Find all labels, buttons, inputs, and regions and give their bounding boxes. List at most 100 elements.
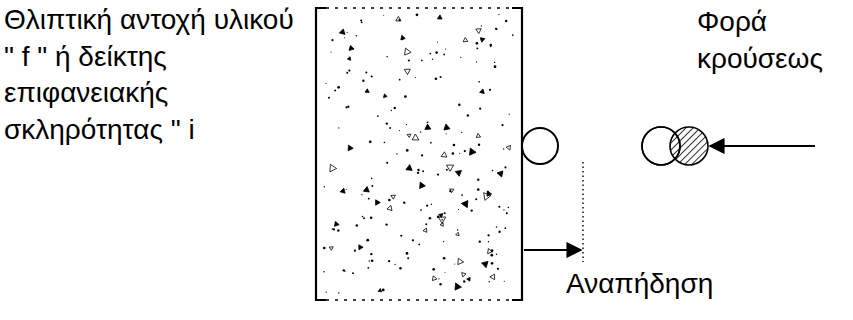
texture-dot bbox=[399, 267, 401, 269]
texture-dot bbox=[444, 272, 445, 273]
texture-dot bbox=[443, 241, 444, 242]
texture-dot bbox=[494, 62, 495, 63]
texture-dot bbox=[492, 170, 494, 172]
texture-dot bbox=[384, 142, 386, 144]
texture-aggregate bbox=[480, 38, 485, 43]
texture-dot bbox=[464, 150, 466, 152]
texture-aggregate bbox=[387, 205, 392, 210]
texture-dot bbox=[459, 153, 460, 154]
texture-aggregate bbox=[439, 214, 443, 218]
texture-dot bbox=[400, 235, 402, 237]
texture-dot bbox=[435, 51, 438, 54]
texture-aggregate bbox=[348, 145, 353, 151]
texture-dot bbox=[488, 241, 489, 242]
texture-dot bbox=[406, 252, 409, 255]
texture-dot bbox=[478, 81, 480, 83]
hammer-outline bbox=[642, 127, 680, 165]
texture-aggregate bbox=[407, 134, 411, 137]
texture-dot bbox=[432, 268, 435, 271]
texture-dot bbox=[325, 83, 326, 84]
texture-dot bbox=[418, 244, 420, 246]
texture-dot bbox=[420, 209, 422, 211]
texture-dot bbox=[496, 254, 497, 255]
texture-aggregate bbox=[447, 165, 454, 171]
texture-dot bbox=[361, 21, 363, 23]
texture-dot bbox=[326, 291, 327, 292]
texture-dot bbox=[324, 186, 325, 187]
texture-aggregate bbox=[404, 69, 410, 74]
texture-aggregate bbox=[444, 124, 450, 130]
texture-aggregate bbox=[396, 16, 401, 21]
hammer-impact bbox=[670, 127, 708, 165]
texture-aggregate bbox=[480, 89, 485, 94]
texture-dot bbox=[352, 272, 354, 274]
texture-dot bbox=[415, 77, 416, 78]
texture-dot bbox=[498, 14, 499, 15]
texture-dot bbox=[417, 172, 419, 174]
texture-dot bbox=[407, 257, 409, 259]
texture-dot bbox=[460, 57, 461, 58]
texture-dot bbox=[505, 20, 507, 22]
texture-aggregate bbox=[476, 29, 481, 34]
texture-dot bbox=[356, 224, 358, 226]
specimen-bracket bbox=[512, 8, 522, 300]
texture-dot bbox=[425, 223, 427, 225]
texture-dot bbox=[471, 210, 473, 212]
texture-aggregate bbox=[365, 89, 369, 93]
texture-aggregate bbox=[440, 223, 443, 227]
texture-dot bbox=[333, 228, 335, 230]
texture-dot bbox=[343, 269, 345, 271]
texture-aggregate bbox=[425, 124, 431, 129]
texture-dot bbox=[406, 124, 407, 125]
texture-dot bbox=[337, 229, 339, 231]
texture-dot bbox=[377, 115, 379, 117]
texture-aggregate bbox=[349, 45, 354, 50]
texture-dot bbox=[332, 228, 334, 230]
texture-dot bbox=[386, 122, 388, 124]
texture-aggregate bbox=[391, 195, 396, 199]
texture-dot bbox=[429, 217, 432, 220]
texture-aggregate bbox=[363, 187, 369, 193]
texture-dot bbox=[389, 127, 391, 129]
texture-dot bbox=[323, 271, 325, 273]
texture-aggregate bbox=[438, 217, 445, 223]
texture-dot bbox=[490, 46, 492, 48]
texture-dot bbox=[452, 152, 455, 155]
texture-aggregate bbox=[423, 228, 427, 232]
rebound-arrow bbox=[524, 249, 581, 251]
texture-dot bbox=[437, 174, 439, 176]
texture-dot bbox=[330, 51, 331, 52]
rebound-guide bbox=[582, 162, 583, 262]
texture-aggregate bbox=[462, 273, 466, 277]
concrete-texture bbox=[323, 14, 514, 294]
texture-dot bbox=[443, 53, 445, 55]
texture-aggregate bbox=[482, 261, 488, 267]
texture-aggregate bbox=[405, 48, 412, 55]
texture-dot bbox=[348, 70, 350, 72]
texture-dot bbox=[369, 140, 372, 143]
texture-dot bbox=[363, 217, 365, 219]
texture-dot bbox=[399, 130, 400, 131]
texture-aggregate bbox=[347, 57, 350, 61]
texture-dot bbox=[477, 188, 480, 191]
texture-dot bbox=[458, 209, 459, 210]
texture-dot bbox=[495, 28, 497, 30]
texture-dot bbox=[412, 239, 414, 241]
texture-dot bbox=[388, 199, 391, 202]
texture-dot bbox=[344, 37, 345, 38]
texture-aggregate bbox=[376, 200, 381, 205]
texture-dot bbox=[487, 234, 489, 236]
texture-dot bbox=[429, 53, 431, 55]
texture-aggregate bbox=[455, 283, 462, 290]
texture-dot bbox=[441, 219, 443, 221]
texture-dot bbox=[446, 133, 447, 134]
texture-dot bbox=[489, 44, 491, 46]
texture-dot bbox=[360, 20, 362, 22]
texture-dot bbox=[506, 212, 508, 214]
texture-dot bbox=[421, 154, 423, 156]
texture-dot bbox=[430, 142, 432, 144]
texture-dot bbox=[403, 201, 405, 203]
texture-dot bbox=[479, 240, 481, 242]
texture-dot bbox=[334, 90, 336, 92]
texture-aggregate bbox=[384, 94, 388, 98]
